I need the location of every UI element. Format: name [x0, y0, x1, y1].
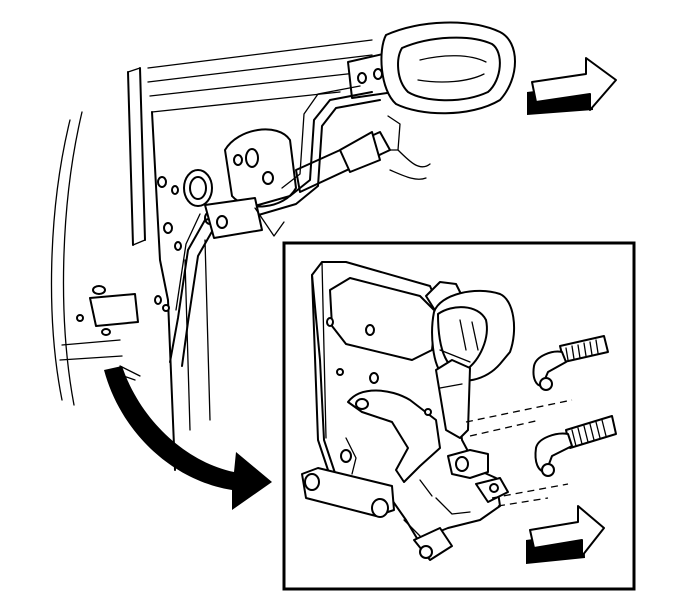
door-panel — [50, 39, 373, 471]
curved-arrow-icon — [104, 366, 272, 510]
door-lock-actuator — [224, 115, 431, 208]
cable-end-upper — [532, 335, 609, 391]
right-arrow-icon — [527, 57, 617, 115]
right-arrow-icon — [526, 505, 605, 564]
inside-door-handle — [347, 21, 516, 115]
alignment-lines — [465, 399, 573, 507]
rod-clip — [204, 197, 285, 239]
door-lock-module — [301, 261, 516, 561]
lock-rods — [169, 85, 381, 367]
cable-end-lower — [534, 415, 617, 477]
